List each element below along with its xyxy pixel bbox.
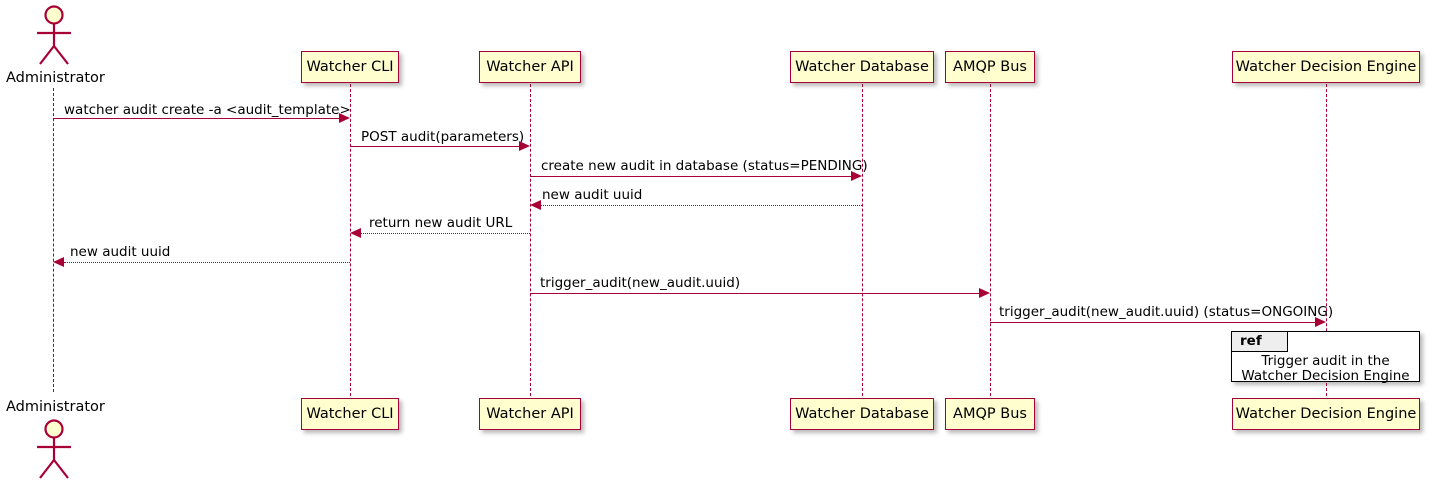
message-label-6: new audit uuid [70,244,171,260]
message-arrowhead-3 [851,171,862,181]
lifeline-administrator [53,88,54,392]
ref-fragment-line-1: Trigger audit in the [1261,353,1390,369]
participant-amqp-bus-top[interactable]: AMQP Bus [945,51,1035,83]
actor-administrator-bottom [23,418,85,482]
ref-fragment-line-2: Watcher Decision Engine [1241,368,1410,384]
message-arrowhead-2 [519,141,530,151]
message-arrowhead-6 [53,257,64,267]
message-arrowhead-1 [339,113,350,123]
participant-watcher-api-bottom[interactable]: Watcher API [479,398,581,430]
message-label-5: return new audit URL [369,215,513,231]
lifeline-watcher-decision-engine [1326,84,1327,396]
message-label-2: POST audit(parameters) [361,129,525,145]
lifeline-watcher-api [530,84,531,396]
message-line-6 [64,262,350,263]
message-line-5 [361,233,530,234]
participant-watcher-cli-bottom[interactable]: Watcher CLI [301,398,399,430]
message-arrowhead-5 [350,228,361,238]
participant-watcher-database-top[interactable]: Watcher Database [790,51,934,83]
message-label-1: watcher audit create -a <audit_template> [64,102,351,118]
participant-watcher-cli-top[interactable]: Watcher CLI [301,51,399,83]
actor-label-administrator-bottom: Administrator [6,399,105,415]
participant-amqp-bus-bottom[interactable]: AMQP Bus [945,398,1035,430]
lifeline-watcher-database [862,84,863,396]
message-arrowhead-4 [530,200,541,210]
ref-fragment-tab [1232,332,1288,352]
ref-fragment-tab-label: ref [1240,333,1262,349]
participant-watcher-database-bottom[interactable]: Watcher Database [790,398,934,430]
message-arrowhead-7 [979,288,990,298]
message-line-7 [530,293,979,294]
message-label-3: create new audit in database (status=PEN… [541,158,868,174]
ref-fragment-body: Trigger audit in the Watcher Decision En… [1232,354,1419,384]
message-line-8 [990,322,1315,323]
ref-fragment: ref Trigger audit in the Watcher Decisio… [1231,331,1420,384]
actor-stick-figure-icon [37,419,71,479]
message-label-8: trigger_audit(new_audit.uuid) (status=ON… [999,304,1334,320]
lifeline-watcher-cli [350,84,351,396]
message-line-2 [350,146,519,147]
message-label-7: trigger_audit(new_audit.uuid) [540,275,741,291]
lifeline-amqp-bus [990,84,991,396]
message-line-4 [541,205,862,206]
participant-watcher-api-top[interactable]: Watcher API [479,51,581,83]
message-line-3 [530,176,851,177]
message-line-1 [53,118,339,119]
message-arrowhead-8 [1315,317,1326,327]
participant-watcher-decision-engine-top[interactable]: Watcher Decision Engine [1232,51,1420,83]
actor-label-administrator-top: Administrator [6,70,105,86]
message-label-4: new audit uuid [542,187,643,203]
participant-watcher-decision-engine-bottom[interactable]: Watcher Decision Engine [1232,398,1420,430]
actor-administrator-top [23,4,85,68]
actor-stick-figure-icon [37,5,71,65]
